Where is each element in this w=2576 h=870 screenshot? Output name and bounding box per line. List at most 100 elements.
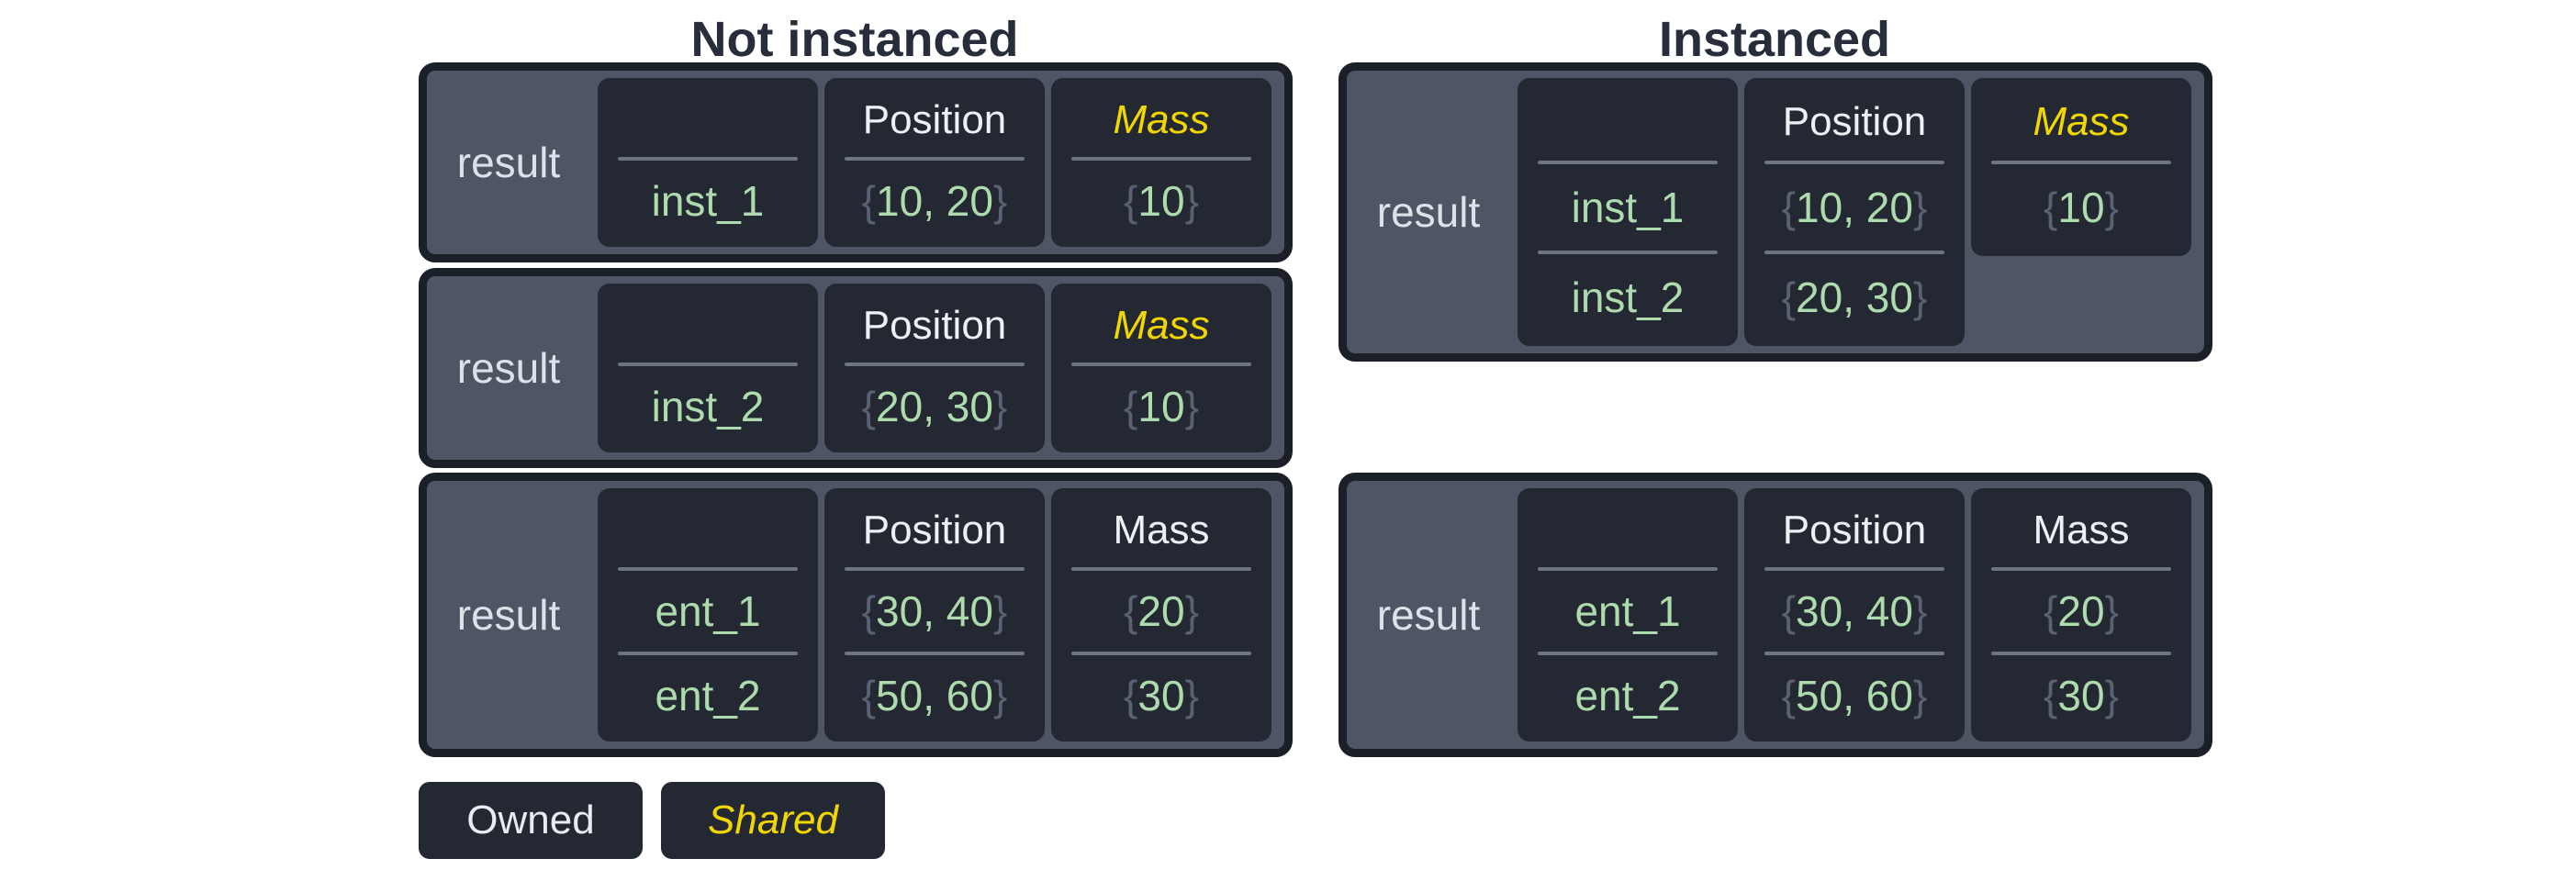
value-brace-close: } bbox=[1912, 672, 1928, 719]
column-cell-mass: Mass{20}{30} bbox=[1051, 488, 1271, 742]
value-cell: {10, 20} bbox=[1782, 164, 1928, 251]
section-title-instanced: Instanced bbox=[1658, 12, 1891, 67]
value-cell: {10} bbox=[2044, 164, 2119, 251]
column-cell-entity: ent_1 ent_2 bbox=[1518, 488, 1738, 742]
column-header: Mass bbox=[1113, 97, 1210, 142]
value-text: 10, 20 bbox=[876, 177, 993, 225]
header-divider bbox=[1990, 161, 2172, 164]
value-cell: {20} bbox=[2044, 571, 2119, 652]
header-divider bbox=[844, 362, 1025, 366]
column-cell-position: Position {30, 40}{50, 60} bbox=[824, 488, 1045, 742]
value-brace-close: } bbox=[992, 672, 1008, 719]
header-divider bbox=[1990, 567, 2172, 571]
header-divider bbox=[844, 567, 1025, 571]
column-cell-mass: Mass {10} bbox=[1971, 78, 2191, 256]
value-brace-close: } bbox=[1184, 383, 1199, 430]
value-text: 10 bbox=[1137, 177, 1185, 225]
column-cell-position: Position{10, 20} bbox=[824, 78, 1045, 247]
value-brace-open: { bbox=[1124, 672, 1138, 719]
value-brace-open: { bbox=[1124, 587, 1138, 635]
row-divider bbox=[1764, 251, 1945, 254]
value-brace-open: { bbox=[2044, 672, 2058, 719]
value-cell: {30, 40} bbox=[862, 571, 1008, 652]
result-label: result bbox=[456, 344, 561, 392]
value-brace-close: } bbox=[1912, 184, 1928, 231]
result-label: result bbox=[1376, 188, 1481, 236]
value-text: 30 bbox=[1137, 672, 1185, 719]
column-header: Mass bbox=[2033, 99, 2130, 144]
value-brace-close: } bbox=[1184, 177, 1199, 225]
value-cell: {30, 40} bbox=[1782, 571, 1928, 652]
value-brace-open: { bbox=[2044, 587, 2058, 635]
cell-grid: inst_1 Position{10, 20} Mass {10} bbox=[590, 71, 1284, 254]
header-divider bbox=[1537, 567, 1719, 571]
legend-shared-label: Shared bbox=[708, 798, 838, 842]
value-cell: {30} bbox=[1124, 655, 1199, 736]
header-divider bbox=[844, 157, 1025, 161]
column-cell-mass: Mass{20}{30} bbox=[1971, 488, 2191, 742]
value-brace-open: { bbox=[1781, 587, 1797, 635]
value-text: ent_1 bbox=[1574, 587, 1681, 635]
row-divider bbox=[1764, 652, 1945, 655]
value-brace-open: { bbox=[1124, 383, 1138, 430]
column-header: Position bbox=[1782, 99, 1927, 144]
value-text: inst_2 bbox=[1571, 273, 1685, 321]
column-cell-position: Position{10, 20}{20, 30} bbox=[1744, 78, 1965, 346]
value-text: 20, 30 bbox=[1796, 273, 1913, 321]
value-cell: inst_1 bbox=[652, 161, 765, 241]
result-label: result bbox=[456, 139, 561, 186]
value-cell: inst_2 bbox=[652, 366, 765, 447]
row-divider bbox=[1990, 652, 2172, 655]
value-brace-close: } bbox=[992, 587, 1008, 635]
header-divider bbox=[617, 157, 799, 161]
value-text: ent_2 bbox=[1574, 672, 1681, 719]
row-divider bbox=[1537, 251, 1719, 254]
column-cell-mass: Mass{10} bbox=[1051, 284, 1271, 452]
legend-shared-chip: Shared bbox=[661, 782, 885, 859]
value-brace-open: { bbox=[861, 672, 877, 719]
value-text: inst_2 bbox=[651, 383, 765, 430]
row-divider bbox=[844, 652, 1025, 655]
header-divider bbox=[1070, 567, 1252, 571]
value-text: 10, 20 bbox=[1796, 184, 1913, 231]
value-brace-close: } bbox=[1912, 587, 1928, 635]
value-brace-close: } bbox=[992, 383, 1008, 430]
value-brace-open: { bbox=[2044, 184, 2058, 231]
value-cell: {10, 20} bbox=[862, 161, 1008, 241]
row-divider bbox=[1537, 652, 1719, 655]
value-text: 30, 40 bbox=[1796, 587, 1913, 635]
column-header: Position bbox=[1782, 508, 1927, 552]
value-brace-open: { bbox=[861, 587, 877, 635]
column-header: Position bbox=[862, 303, 1007, 348]
value-cell: ent_2 bbox=[655, 655, 760, 736]
column-cell-mass: Mass {10} bbox=[1051, 78, 1271, 247]
value-text: inst_1 bbox=[651, 177, 765, 225]
value-brace-open: { bbox=[1781, 672, 1797, 719]
value-cell: {10} bbox=[1124, 161, 1199, 241]
column-header: Position bbox=[862, 508, 1007, 552]
result-label: result bbox=[1376, 591, 1481, 639]
value-text: ent_1 bbox=[655, 587, 761, 635]
header-divider bbox=[1070, 157, 1252, 161]
query-result-panel: result inst_1 Position{10, 20} Mass {10} bbox=[419, 62, 1293, 262]
column-cell-position: Position{30, 40}{50, 60} bbox=[1744, 488, 1965, 742]
header-divider bbox=[1764, 161, 1945, 164]
value-brace-open: { bbox=[861, 383, 877, 430]
row-divider bbox=[1070, 652, 1252, 655]
value-cell: {50, 60} bbox=[862, 655, 1008, 736]
value-brace-open: { bbox=[861, 177, 877, 225]
value-brace-close: } bbox=[992, 177, 1008, 225]
legend-owned-chip: Owned bbox=[419, 782, 643, 859]
column-cell-position: Position{20, 30} bbox=[824, 284, 1045, 452]
value-brace-close: } bbox=[1184, 587, 1199, 635]
value-cell: {20} bbox=[1124, 571, 1199, 652]
